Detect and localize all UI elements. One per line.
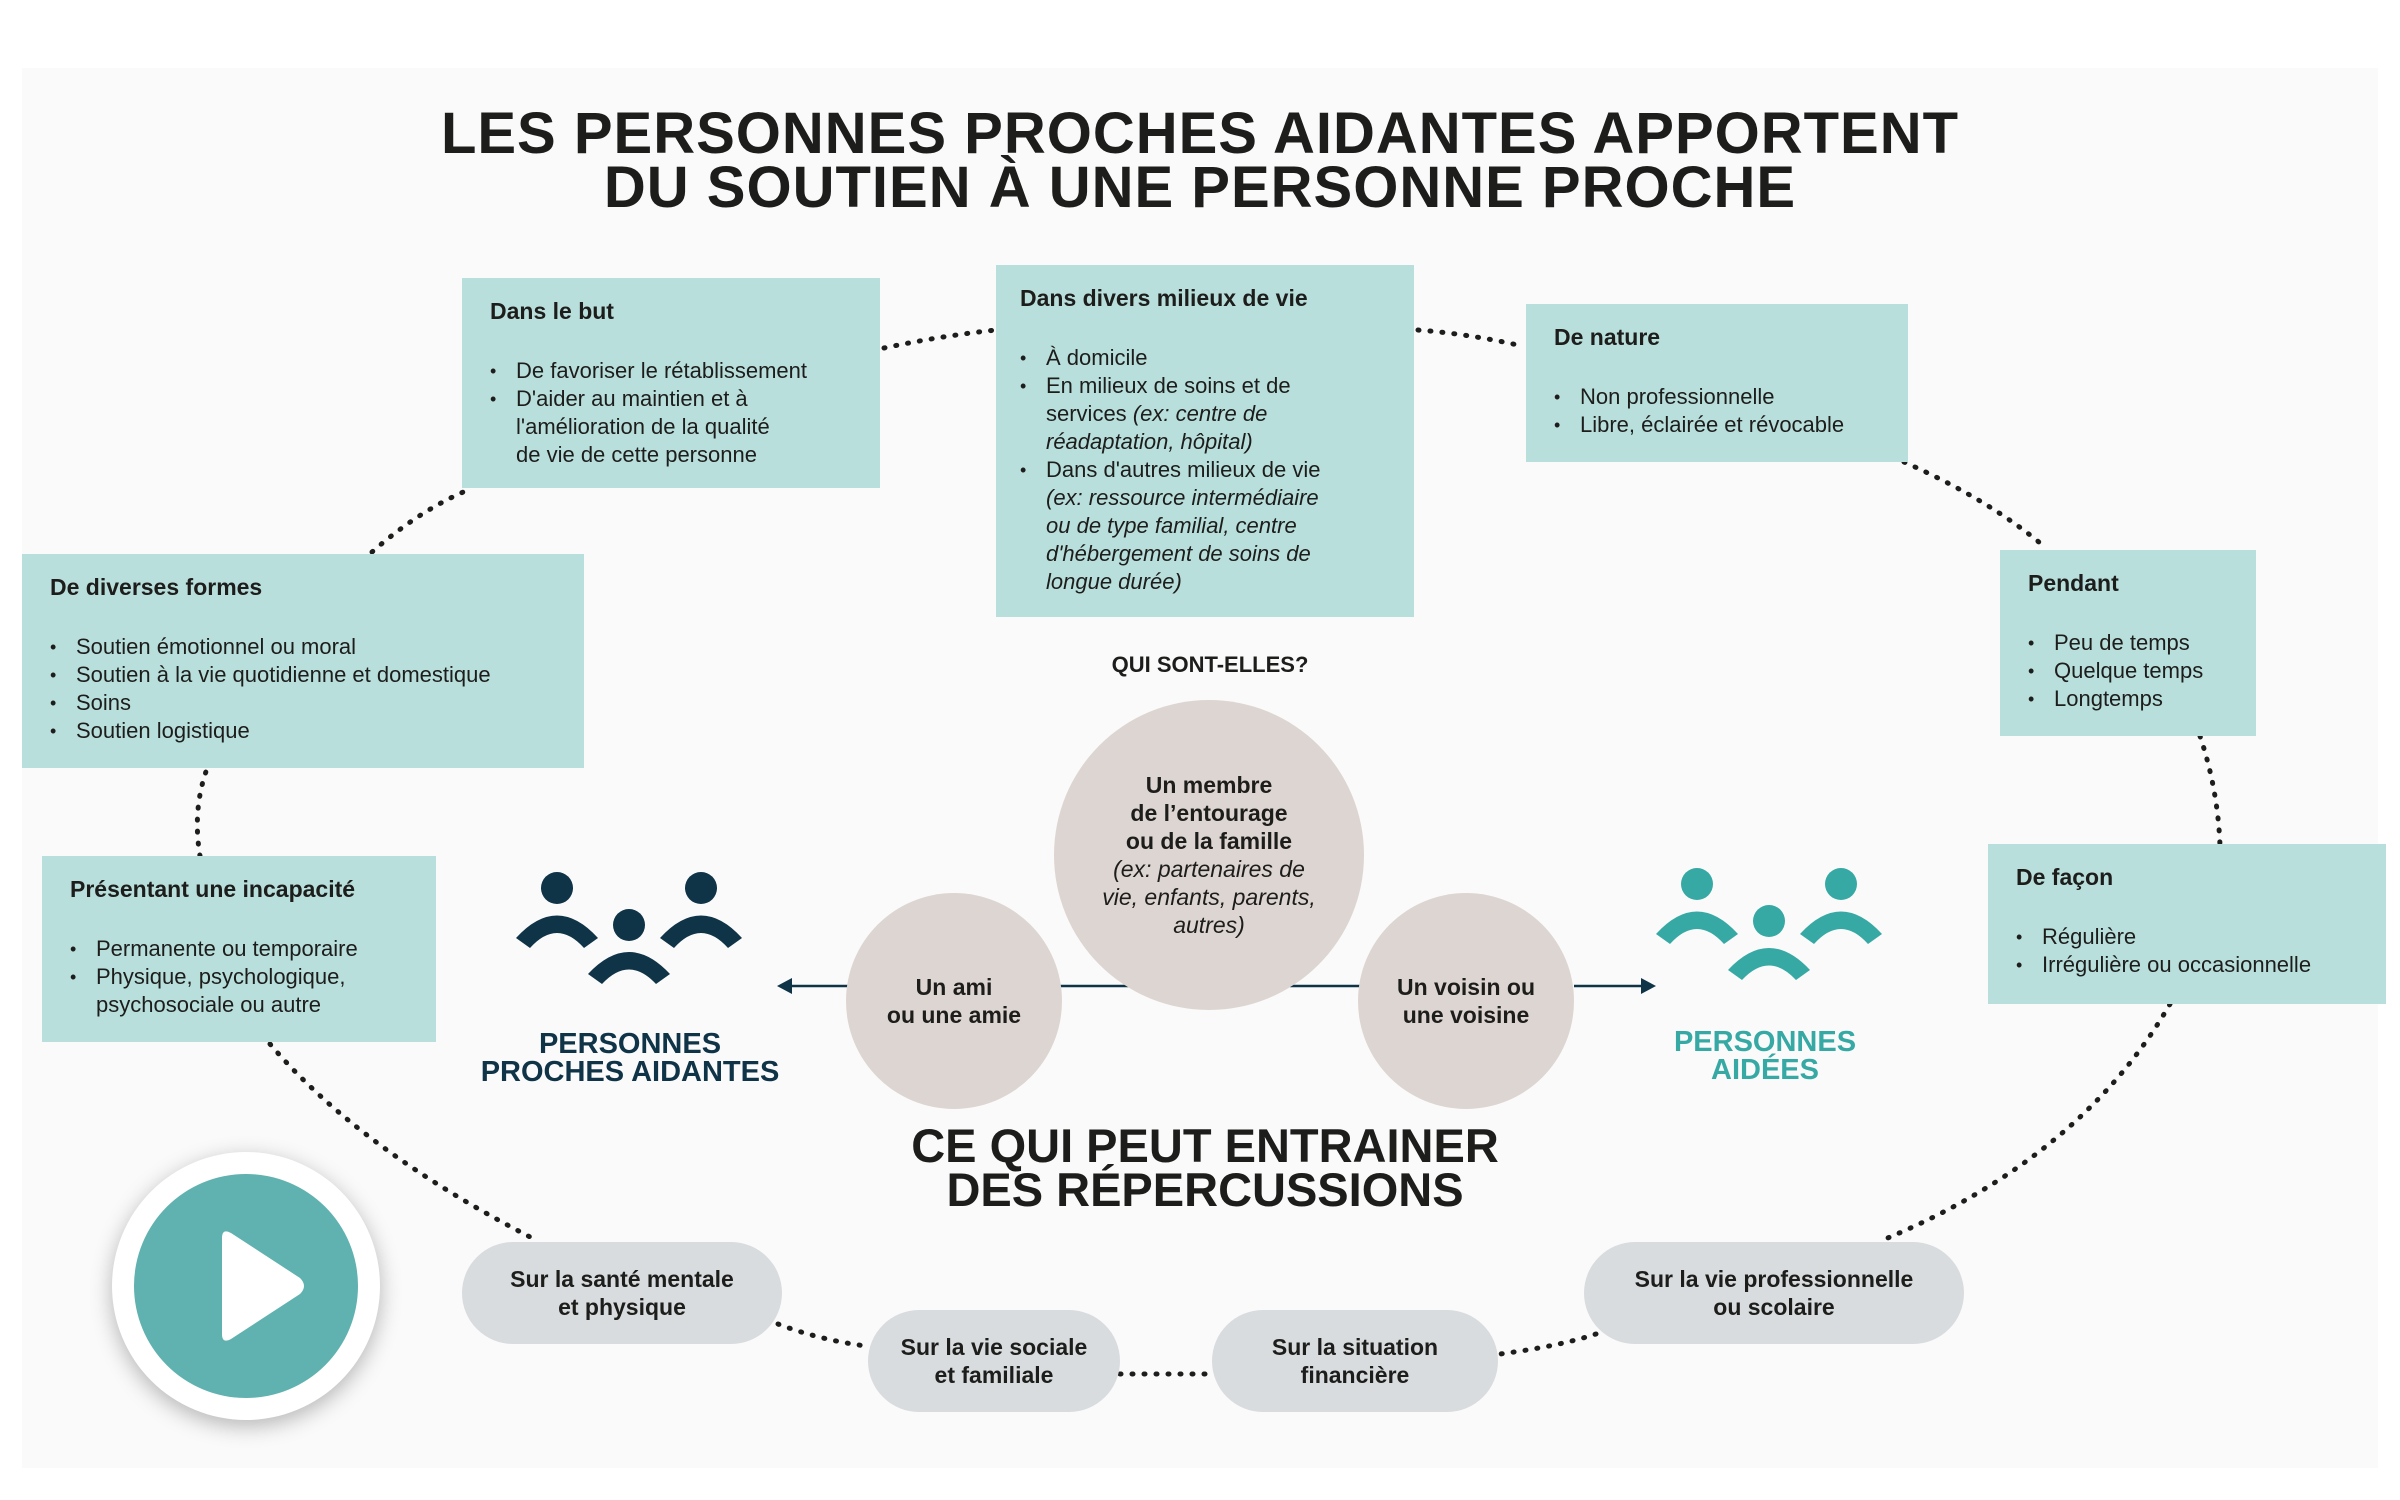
arrow-head-right <box>1641 978 1656 994</box>
play-button[interactable] <box>112 1152 380 1420</box>
ring-segment <box>1901 459 2049 551</box>
box-dans-le-but: Dans le but De favoriser le rétablisseme… <box>462 278 880 488</box>
box-presentant-incapacite: Présentant une incapacité Permanente ou … <box>42 856 436 1042</box>
circle-voisin: Un voisin ou une voisine <box>1358 893 1574 1109</box>
bullet-item: Soins <box>50 689 556 717</box>
bullet-continuation: réadaptation, hôpital) <box>1046 429 1253 454</box>
box-diverses-formes: De diverses formes Soutien émotionnel ou… <box>22 554 584 768</box>
ring-segment <box>775 1321 869 1349</box>
label-personnes-proches-aidantes: PERSONNES PROCHES AIDANTES <box>480 1028 780 1088</box>
bullet-item: Dans d'autres milieux de vie <box>1020 456 1386 484</box>
bullet-continuation: (ex: ressource intermédiaire <box>1046 485 1319 510</box>
bullet-item: Non professionnelle <box>1554 383 1880 411</box>
bullet-continuation: de vie de cette personne <box>516 442 757 467</box>
arrow-head-left <box>777 978 792 994</box>
bullet-item: Quelque temps <box>2028 657 2228 685</box>
main-title-line-2: DU SOUTIEN À UNE PERSONNE PROCHE <box>603 155 1797 220</box>
ring-segment <box>2197 733 2223 849</box>
bullet-item: Physique, psychologique, <box>70 963 408 991</box>
bullet-item: Longtemps <box>2028 685 2228 713</box>
center-question: QUI SONT-ELLES? <box>1111 652 1309 677</box>
box-heading: Présentant une incapacité <box>70 876 356 902</box>
box-heading: De façon <box>2016 864 2114 890</box>
bullet-continuation: longue durée) <box>1046 569 1182 594</box>
ring-segment <box>1415 327 1525 349</box>
bullet-item: Soutien logistique <box>50 717 556 745</box>
box-de-facon: De façon Régulière Irrégulière ou occasi… <box>1988 844 2386 1004</box>
main-title-line-1: LES PERSONNES PROCHES AIDANTES APPORTENT <box>440 101 1960 166</box>
bullet-item: À domicile <box>1020 344 1386 372</box>
play-button-face[interactable] <box>134 1174 358 1398</box>
bullet-continuation: psychosociale ou autre <box>96 992 322 1017</box>
box-milieux-de-vie: Dans divers milieux de vie À domicile En… <box>996 265 1414 617</box>
bullet-continuation: ou de type familial, centre <box>1046 513 1297 538</box>
bullet-continuation: d'hébergement de soins de <box>1046 541 1311 566</box>
box-heading: De nature <box>1554 324 1661 350</box>
box-heading: Pendant <box>2028 570 2119 596</box>
bullet-item: Régulière <box>2016 923 2376 951</box>
bullet-item: Permanente ou temporaire <box>70 935 408 963</box>
label-personnes-aidees: PERSONNES AIDÉES <box>1673 1026 1857 1086</box>
ring-segment <box>1875 1001 2173 1245</box>
bullet-continuation: l'amélioration de la qualité <box>516 414 770 439</box>
bullet-item: De favoriser le rétablissement <box>490 357 852 385</box>
box-de-nature: De nature Non professionnelle Libre, écl… <box>1526 304 1908 462</box>
ring-segment <box>369 487 471 555</box>
ring-segment <box>267 1041 539 1243</box>
play-icon <box>222 1231 304 1341</box>
aided-group-icon <box>1656 868 1882 980</box>
ring-segment <box>1497 1331 1599 1357</box>
circle-membre-famille: Un membre de l’entourage ou de la famill… <box>1054 700 1364 1010</box>
caregivers-group-icon <box>516 872 742 984</box>
box-heading: De diverses formes <box>50 574 263 600</box>
circle-ami: Un ami ou une amie <box>846 893 1062 1109</box>
ring-segment <box>194 763 211 859</box>
box-pendant: Pendant Peu de temps Quelque temps Longt… <box>2000 550 2256 736</box>
bullet-item: Peu de temps <box>2028 629 2228 657</box>
bullet-continuation: services (ex: centre de <box>1046 401 1268 426</box>
bullet-item: D'aider au maintien et à <box>490 385 852 413</box>
bullet-item: En milieux de soins et de <box>1020 372 1386 400</box>
ring-segment <box>881 327 999 351</box>
repercussions-title: CE QUI PEUT ENTRAINER DES RÉPERCUSSIONS <box>911 1119 1499 1216</box>
bullet-item: Soutien émotionnel ou moral <box>50 633 556 661</box>
bullet-item: Soutien à la vie quotidienne et domestiq… <box>50 661 556 689</box>
bullet-item: Irrégulière ou occasionnelle <box>2016 951 2376 979</box>
bullet-item: Libre, éclairée et révocable <box>1554 411 1880 439</box>
box-heading: Dans le but <box>490 298 614 324</box>
box-heading: Dans divers milieux de vie <box>1020 285 1308 311</box>
